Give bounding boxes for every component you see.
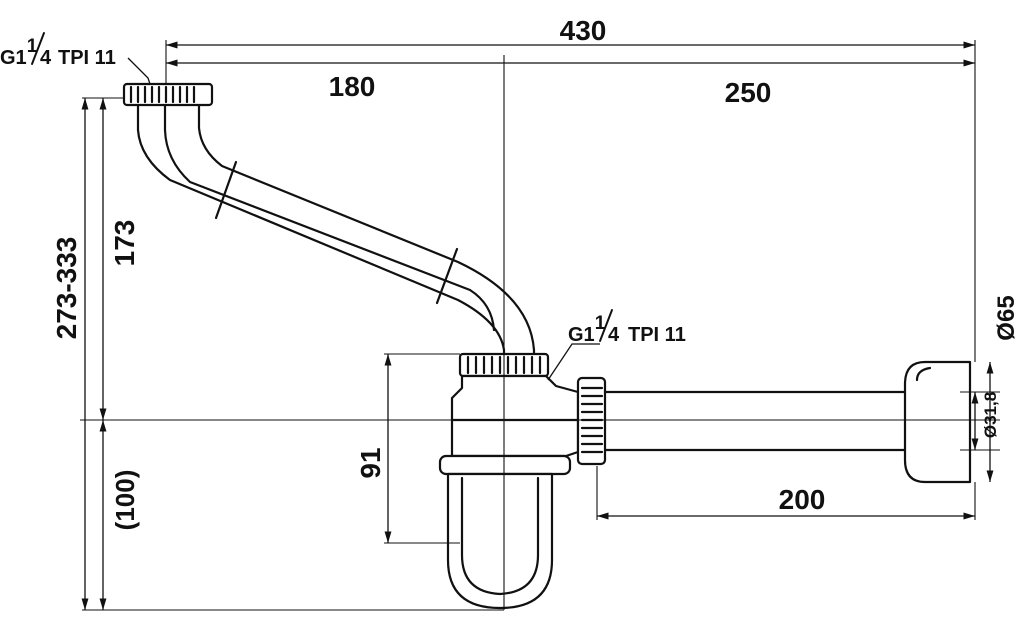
dim-trap-depth: 91 [355, 447, 386, 478]
outlet-nut [576, 376, 607, 466]
thread-denominator: 4 [40, 47, 52, 69]
trap-body [438, 352, 580, 610]
dim-inlet-offset: 180 [329, 71, 376, 102]
dimension-labels: 430 180 250 273-333 173 (100) 91 200 Ø65… [51, 15, 1020, 530]
thread-label-trap-inlet: G11 4 TPI 11 [568, 309, 686, 346]
thread-suffix: TPI 11 [628, 324, 686, 346]
thread-numerator: 1 [27, 36, 38, 57]
dim-wall-flange-diameter: Ø65 [993, 295, 1020, 340]
outlet-pipe [603, 390, 912, 452]
dim-outlet-offset: 250 [725, 77, 772, 108]
svg-text:G11: G11 [568, 313, 606, 346]
dim-outlet-length: 200 [779, 484, 826, 515]
thread-numerator: 1 [595, 313, 606, 334]
thread-suffix: TPI 11 [58, 47, 116, 69]
thread-denominator: 4 [608, 324, 620, 346]
dim-height-range: 273-333 [51, 237, 82, 340]
thread-prefix: G1 [568, 324, 595, 346]
dim-outlet-pipe-diameter: Ø31,8 [981, 392, 1000, 438]
thread-prefix: G1 [0, 47, 27, 69]
top-inlet-nut [122, 82, 214, 107]
wall-flange [903, 360, 972, 484]
extension-lines [82, 40, 976, 611]
dim-total-width: 430 [560, 15, 607, 46]
inlet-pipe [136, 102, 536, 358]
svg-text:G11: G11 [0, 36, 38, 69]
dim-inlet-height: 173 [109, 220, 140, 267]
thread-label-top-inlet: G11 4 TPI 11 [0, 32, 116, 69]
dimension-lines [81, 41, 994, 610]
dim-outlet-height: (100) [110, 470, 140, 531]
